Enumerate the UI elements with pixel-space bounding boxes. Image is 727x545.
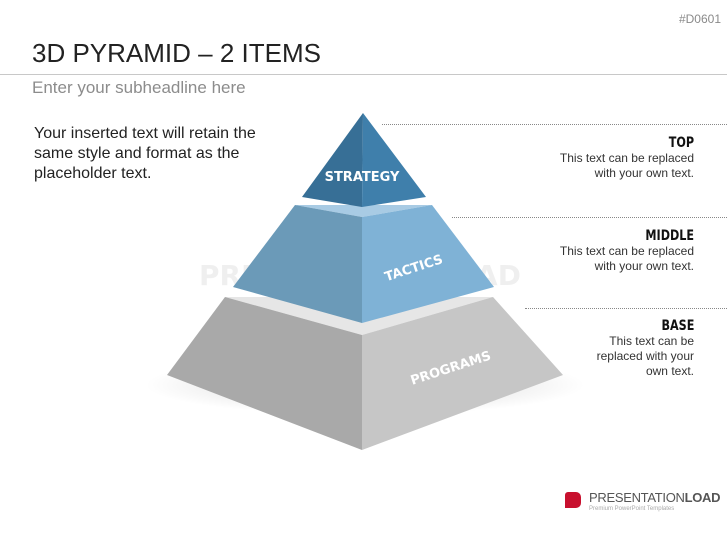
label-top: TOP This text can be replaced with your … xyxy=(560,135,694,181)
logo-tagline: Premium PowerPoint Templates xyxy=(589,506,675,512)
label-text: with your own text. xyxy=(594,166,694,180)
label-text: replaced with your xyxy=(596,349,694,363)
body-text: Your inserted text will retain the same … xyxy=(34,125,256,182)
label-text: with your own text. xyxy=(594,259,694,273)
logo-brand-bold: LOAD xyxy=(684,490,721,505)
leader-line-top xyxy=(382,124,727,125)
leader-line-middle xyxy=(452,217,727,218)
tier-label-strategy: STRATEGY xyxy=(325,170,400,185)
tier-top[interactable]: STRATEGY xyxy=(302,113,426,207)
logo-icon xyxy=(565,492,581,508)
label-heading: TOP xyxy=(668,135,694,151)
leader-line-base xyxy=(525,308,727,309)
subheadline: Enter your subheadline here xyxy=(32,78,246,97)
label-text: own text. xyxy=(645,364,694,378)
slide-code: #D0601 xyxy=(678,12,721,26)
tier-middle[interactable]: TACTICS xyxy=(233,205,494,323)
title-divider xyxy=(0,74,727,75)
label-text: This text can be replaced xyxy=(559,151,694,165)
label-heading: MIDDLE xyxy=(645,228,694,244)
label-text: This text can be replaced xyxy=(559,244,694,258)
label-middle: MIDDLE This text can be replaced with yo… xyxy=(560,228,694,274)
page-title: 3D PYRAMID – 2 ITEMS xyxy=(32,38,321,68)
label-text: This text can be xyxy=(609,334,694,348)
label-base: BASE This text can be replaced with your… xyxy=(597,318,694,379)
logo-brand: PRESENTATION xyxy=(589,490,685,505)
label-heading: BASE xyxy=(661,318,694,334)
